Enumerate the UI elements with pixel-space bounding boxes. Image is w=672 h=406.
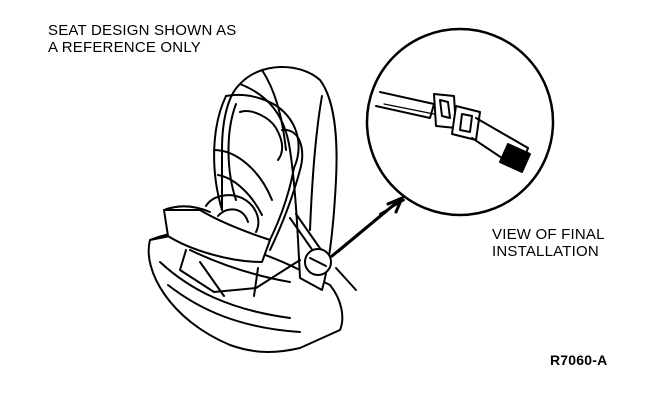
detail-leader <box>330 191 411 258</box>
reference-note-line2: A REFERENCE ONLY <box>48 39 201 56</box>
tether-strap <box>289 213 357 291</box>
figure-id: R7060-A <box>550 352 608 368</box>
detail-label-line2: INSTALLATION <box>492 243 599 260</box>
detail-view-label: VIEW OF FINAL INSTALLATION <box>492 226 605 260</box>
detail-view <box>365 27 555 217</box>
reference-note: SEAT DESIGN SHOWN AS A REFERENCE ONLY <box>48 22 236 56</box>
child-seat <box>163 94 304 297</box>
detail-label-line1: VIEW OF FINAL <box>492 226 605 243</box>
reference-note-line1: SEAT DESIGN SHOWN AS <box>48 22 237 39</box>
